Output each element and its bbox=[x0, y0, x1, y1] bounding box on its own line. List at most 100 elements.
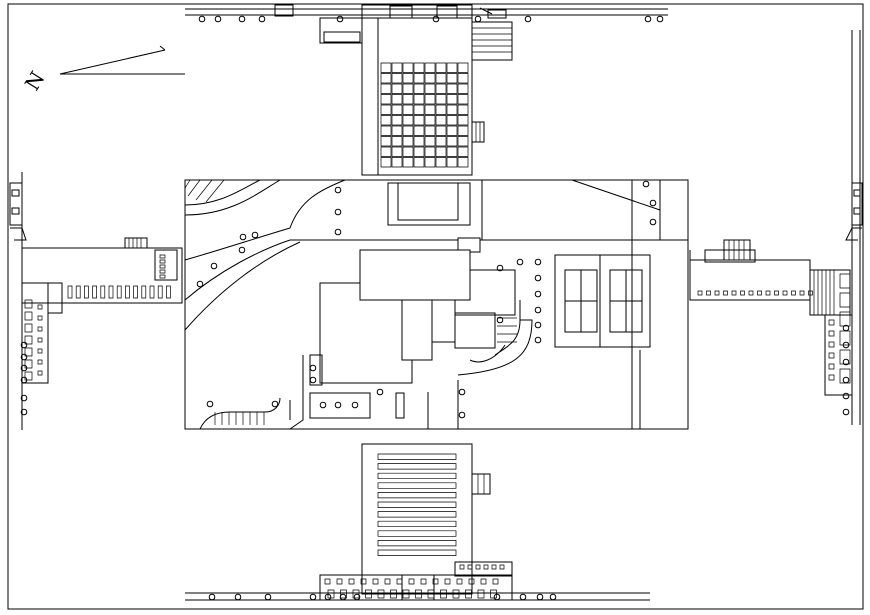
window bbox=[392, 116, 402, 126]
tree-symbol bbox=[843, 359, 849, 365]
facade-slat bbox=[378, 464, 456, 470]
tree-symbol bbox=[650, 200, 656, 206]
window bbox=[447, 126, 457, 136]
window bbox=[403, 590, 409, 598]
west-elevation-windows bbox=[25, 255, 170, 380]
window bbox=[403, 137, 413, 147]
window bbox=[25, 360, 32, 368]
east-elevation-trees bbox=[843, 325, 849, 415]
window bbox=[425, 63, 435, 73]
window bbox=[416, 590, 422, 598]
window bbox=[160, 255, 165, 258]
window bbox=[758, 291, 762, 295]
east-elevation bbox=[690, 30, 862, 425]
window bbox=[458, 158, 468, 168]
window bbox=[160, 265, 165, 268]
window bbox=[158, 286, 162, 298]
window bbox=[414, 74, 424, 84]
window bbox=[403, 147, 413, 157]
tree-symbol bbox=[259, 16, 265, 22]
tree-symbol bbox=[550, 594, 556, 600]
window bbox=[397, 579, 402, 584]
window bbox=[436, 74, 446, 84]
window bbox=[436, 147, 446, 157]
window bbox=[117, 286, 121, 298]
tree-symbol bbox=[537, 594, 543, 600]
window bbox=[392, 84, 402, 94]
window bbox=[447, 95, 457, 105]
south-elevation-trees bbox=[209, 594, 556, 600]
tree-symbol bbox=[207, 401, 213, 407]
window bbox=[381, 116, 391, 126]
window bbox=[425, 105, 435, 115]
tree-symbol bbox=[520, 594, 526, 600]
tree-symbol bbox=[21, 365, 27, 371]
window bbox=[840, 350, 850, 364]
tree-symbol bbox=[21, 354, 27, 360]
tree-symbol bbox=[335, 209, 341, 215]
window bbox=[38, 327, 42, 331]
window bbox=[447, 74, 457, 84]
east-elevation-windows bbox=[698, 274, 850, 383]
window bbox=[800, 291, 804, 295]
tree-symbol bbox=[215, 16, 221, 22]
window bbox=[25, 348, 32, 356]
tree-symbol bbox=[310, 365, 316, 371]
window bbox=[361, 579, 366, 584]
tree-symbol bbox=[459, 412, 465, 418]
window bbox=[478, 590, 484, 598]
window bbox=[809, 291, 813, 295]
window bbox=[392, 74, 402, 84]
window bbox=[500, 565, 504, 569]
window bbox=[698, 291, 702, 295]
tree-symbol bbox=[325, 594, 331, 600]
window bbox=[457, 579, 462, 584]
window bbox=[373, 579, 378, 584]
window bbox=[436, 84, 446, 94]
tree-symbol bbox=[310, 594, 316, 600]
window bbox=[436, 158, 446, 168]
north-elevation bbox=[185, 5, 668, 175]
tree-symbol bbox=[239, 16, 245, 22]
north-elevation-trees bbox=[199, 16, 663, 22]
tree-symbol bbox=[497, 265, 503, 271]
south-elevation bbox=[185, 444, 650, 600]
window bbox=[325, 579, 330, 584]
window bbox=[829, 375, 834, 380]
window bbox=[425, 95, 435, 105]
window bbox=[445, 579, 450, 584]
tree-symbol bbox=[320, 402, 326, 408]
window bbox=[458, 105, 468, 115]
window bbox=[403, 74, 413, 84]
window bbox=[840, 293, 850, 307]
window bbox=[381, 84, 391, 94]
tree-symbol bbox=[645, 16, 651, 22]
window bbox=[68, 286, 72, 298]
window bbox=[458, 137, 468, 147]
window bbox=[414, 126, 424, 136]
window bbox=[458, 84, 468, 94]
window bbox=[447, 105, 457, 115]
window bbox=[403, 84, 413, 94]
window bbox=[741, 291, 745, 295]
window bbox=[381, 147, 391, 157]
window bbox=[425, 74, 435, 84]
window bbox=[476, 565, 480, 569]
tree-symbol bbox=[352, 402, 358, 408]
window bbox=[160, 270, 165, 273]
tree-symbol bbox=[535, 291, 541, 297]
tree-symbol bbox=[199, 16, 205, 22]
window bbox=[492, 565, 496, 569]
window bbox=[775, 291, 779, 295]
window bbox=[481, 579, 486, 584]
tree-symbol bbox=[843, 393, 849, 399]
tree-symbol bbox=[535, 275, 541, 281]
window bbox=[766, 291, 770, 295]
window bbox=[381, 63, 391, 73]
site-plan-trees bbox=[197, 181, 656, 418]
window bbox=[25, 336, 32, 344]
window bbox=[25, 312, 32, 320]
window bbox=[385, 579, 390, 584]
window bbox=[783, 291, 787, 295]
window bbox=[378, 590, 384, 598]
